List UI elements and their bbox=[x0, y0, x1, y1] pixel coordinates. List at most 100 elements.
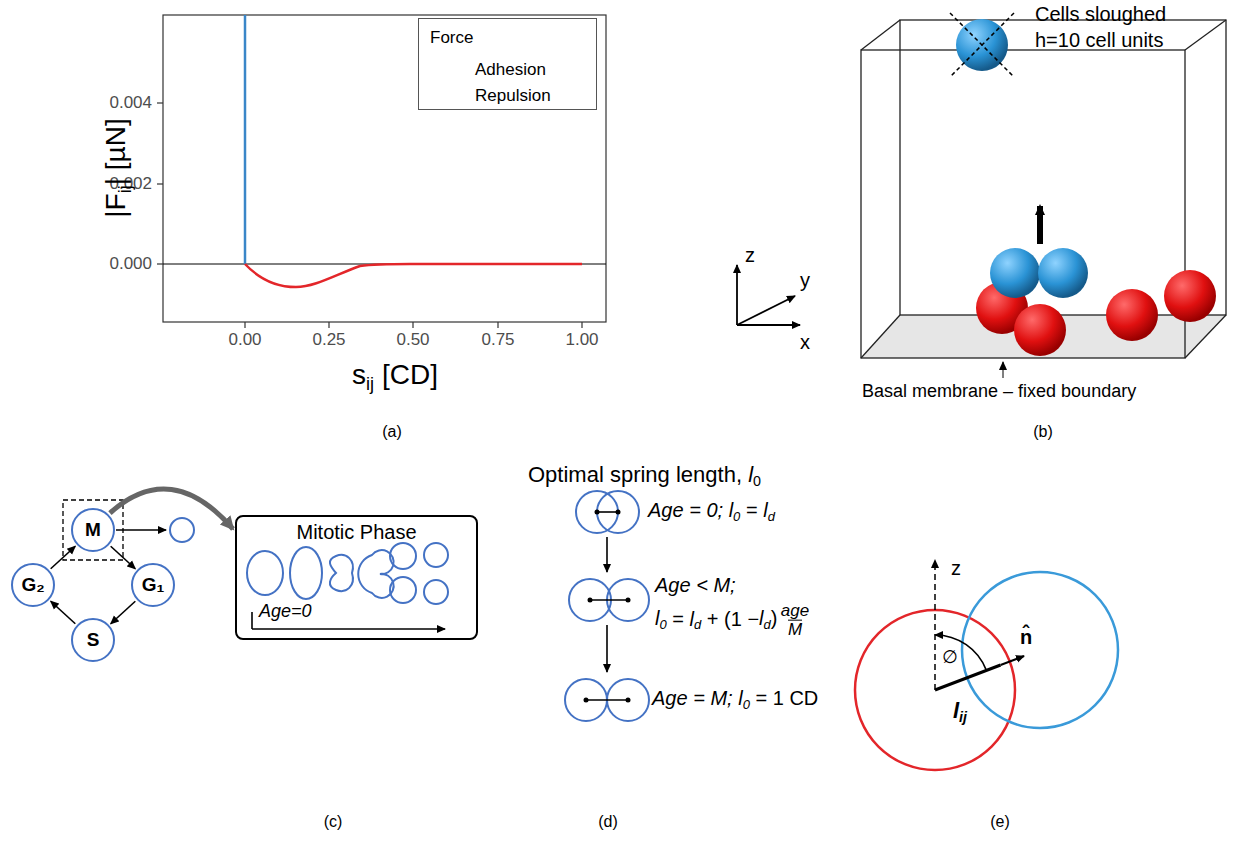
fraction: ageM bbox=[781, 602, 809, 639]
cycle-arrow bbox=[111, 601, 136, 624]
box-text: Mitotic Phase bbox=[237, 521, 476, 544]
label-text: s bbox=[352, 359, 366, 390]
label-text: 0.00 bbox=[228, 330, 261, 349]
legend-text: Adhesion bbox=[475, 60, 546, 80]
label-text: l bbox=[655, 607, 659, 629]
text-line: h=10 cell units bbox=[1035, 29, 1163, 51]
text-line: sij [CD] bbox=[352, 360, 438, 393]
phase-circle: G₂ bbox=[11, 563, 55, 607]
angle-diagram bbox=[855, 560, 1118, 770]
label-text: 0 bbox=[743, 697, 750, 712]
label-text: l bbox=[690, 607, 694, 629]
text-line: Cells sloughed bbox=[1035, 3, 1166, 25]
text-line: y bbox=[800, 269, 810, 291]
text-line: z bbox=[951, 557, 961, 579]
text-line: 0.004 bbox=[109, 94, 152, 113]
label-text: ∅ bbox=[942, 647, 958, 667]
label-text: d bbox=[694, 617, 701, 632]
text-line: lij bbox=[953, 699, 967, 726]
label-text: (d) bbox=[598, 813, 618, 830]
label-text: Age = 0; bbox=[648, 499, 723, 521]
phase-label: G₂ bbox=[21, 574, 44, 596]
label-text: d bbox=[764, 617, 771, 632]
cell-cycle-extras bbox=[63, 500, 448, 629]
force-plot bbox=[157, 15, 606, 328]
label-text: l bbox=[738, 687, 742, 709]
label-text: |F bbox=[100, 193, 131, 217]
text-line: (a) bbox=[382, 423, 402, 441]
text-line: Age = 0;l0=ld bbox=[648, 499, 775, 524]
label-text: (e) bbox=[990, 813, 1010, 830]
label-text: 0 bbox=[753, 473, 761, 489]
phase-circle: S bbox=[71, 618, 115, 662]
label-text: Cells sloughed bbox=[1035, 3, 1166, 25]
phase-box: Mitotic PhaseAge=0 bbox=[235, 515, 478, 640]
label-text: + (1 − bbox=[707, 607, 759, 629]
label-text: 0.50 bbox=[396, 330, 429, 349]
text-line: Basal membrane – fixed boundary bbox=[862, 382, 1136, 402]
label-text: 1.00 bbox=[565, 330, 598, 349]
label-text: 0 bbox=[659, 617, 666, 632]
text-line: l0=ld+ (1 −ld)ageM bbox=[655, 602, 809, 639]
text-line: 0.000 bbox=[109, 255, 152, 274]
text-line: Age < M; bbox=[655, 574, 736, 596]
text-line: 0.25 bbox=[312, 331, 345, 350]
phase-label: G₁ bbox=[142, 574, 165, 596]
label-text: ) bbox=[771, 607, 778, 629]
text-line: x bbox=[800, 331, 810, 353]
label-text: [CD] bbox=[382, 359, 438, 390]
text-line: (b) bbox=[1033, 423, 1053, 441]
label-text: l bbox=[763, 499, 767, 521]
phase-label: M bbox=[85, 519, 101, 541]
text-line: 0.00 bbox=[228, 331, 261, 350]
label-text: l bbox=[729, 499, 733, 521]
text-line: (e) bbox=[990, 813, 1010, 831]
box-text: Age=0 bbox=[259, 601, 312, 622]
label-text: n̂ bbox=[1020, 626, 1032, 648]
label-text: l bbox=[748, 462, 753, 487]
label-text: (c) bbox=[324, 813, 343, 830]
label-text: (a) bbox=[382, 423, 402, 440]
label-text: ij bbox=[366, 374, 374, 394]
label-text: ij bbox=[115, 185, 135, 193]
text-line: n̂ bbox=[1020, 626, 1032, 648]
label-text: ij bbox=[959, 709, 967, 725]
zoom-arrow bbox=[110, 489, 233, 529]
label-text: M bbox=[788, 620, 802, 639]
label-text: = bbox=[672, 607, 684, 629]
label-text: Optimal spring length, bbox=[528, 462, 742, 487]
label-text: Age = M; bbox=[652, 687, 733, 709]
text-line: (c) bbox=[324, 813, 343, 831]
label-text: d bbox=[768, 509, 775, 524]
label-text: 0.25 bbox=[312, 330, 345, 349]
label-text: 0.000 bbox=[109, 254, 152, 273]
text-line: Force bbox=[430, 29, 473, 48]
label-text: age bbox=[781, 602, 809, 620]
text-line: (d) bbox=[598, 813, 618, 831]
label-text: x bbox=[800, 331, 810, 353]
simulation-box bbox=[737, 13, 1226, 378]
label-text: Basal membrane – fixed boundary bbox=[862, 381, 1136, 401]
label-text: h=10 cell units bbox=[1035, 29, 1163, 51]
phase-circle: M bbox=[71, 508, 115, 552]
text-line: 1.00 bbox=[565, 331, 598, 350]
cycle-arrow bbox=[111, 546, 136, 569]
label-text: y bbox=[800, 269, 810, 291]
phase-label: S bbox=[87, 629, 100, 651]
cycle-arrow bbox=[51, 601, 76, 624]
label-text: = 1 CD bbox=[755, 687, 818, 709]
text-line: |Fij| [µN] bbox=[101, 118, 134, 217]
label-text: 0.75 bbox=[481, 330, 514, 349]
label-text: | [µN] bbox=[100, 118, 131, 185]
label-text: l bbox=[759, 607, 763, 629]
label-text: l bbox=[953, 698, 959, 723]
text-line: 0.50 bbox=[396, 331, 429, 350]
text-line: z bbox=[745, 244, 755, 266]
label-text: = bbox=[746, 499, 758, 521]
label-text: 0.004 bbox=[109, 93, 152, 112]
text-line: Optimal spring length,l0 bbox=[528, 463, 761, 490]
label-text: 0 bbox=[733, 509, 740, 524]
text-line: 0.75 bbox=[481, 331, 514, 350]
